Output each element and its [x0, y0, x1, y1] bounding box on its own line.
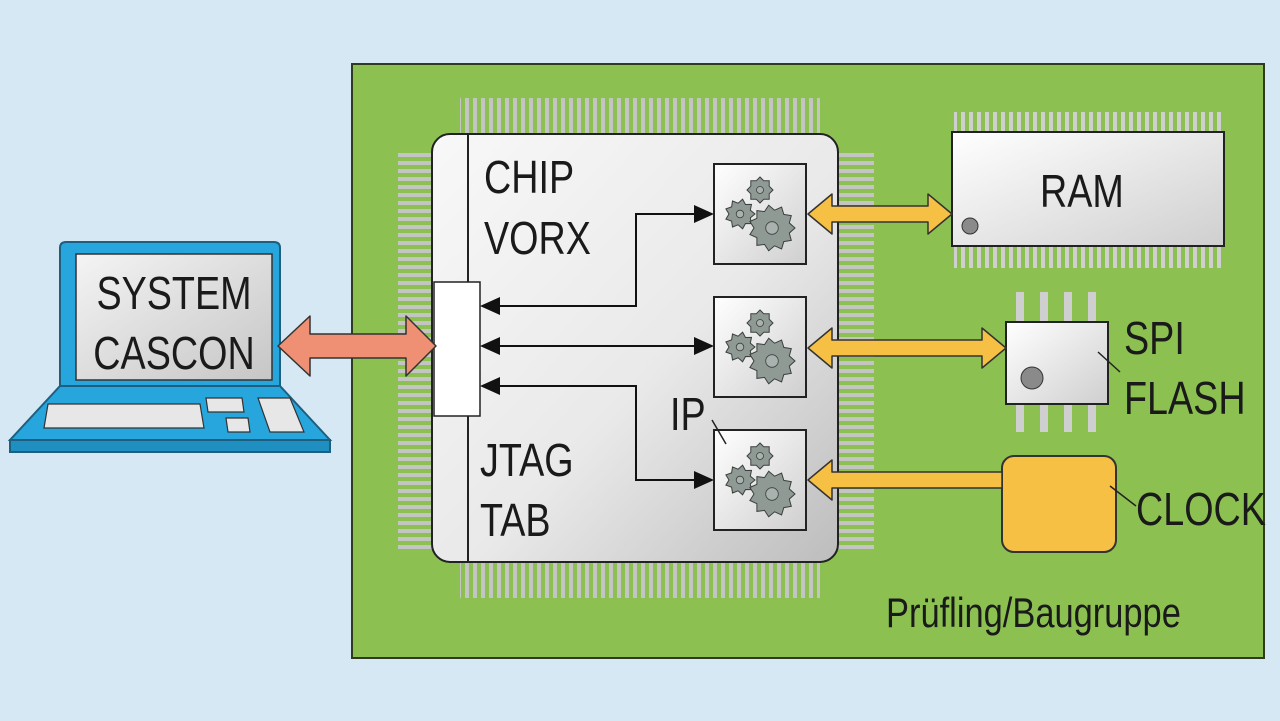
board-label: Prüfling/Baugruppe [886, 589, 1181, 636]
gear-hub [735, 209, 745, 219]
spi-label: SPI [1124, 312, 1185, 364]
gear-hub [756, 319, 764, 327]
laptop-label-cascon: CASCON [93, 327, 255, 379]
ram-bus-arrow [807, 193, 953, 235]
gear-hub [765, 221, 779, 235]
clock-label: CLOCK [1136, 483, 1266, 535]
chip-label-vorx: VORX [484, 212, 591, 264]
laptop-icon [7, 241, 333, 453]
gear-hub [756, 452, 764, 460]
gear-icons [725, 176, 796, 518]
spi-bus-arrow [807, 327, 1007, 369]
internal-arrows [496, 213, 694, 481]
clock-bus-arrow [807, 459, 1003, 501]
ip-label: IP [670, 388, 706, 440]
gear-hub [756, 186, 764, 194]
clock-block [1001, 455, 1137, 553]
pin-dot-icon [1020, 366, 1044, 390]
spi-flash-chip [1005, 292, 1121, 432]
ip-leader-line [711, 419, 727, 445]
internal-arrowheads [480, 205, 714, 489]
gear-hub [765, 354, 779, 368]
tab-label: TAB [480, 494, 551, 546]
ram-label: RAM [1040, 165, 1124, 217]
chip-label-chip: CHIP [484, 151, 575, 203]
gear-hub [735, 475, 745, 485]
jtag-tap-box [433, 281, 481, 417]
gear-hub [735, 342, 745, 352]
host-link-arrow [277, 315, 437, 377]
pin-dot-icon [961, 217, 979, 235]
flash-label: FLASH [1124, 372, 1246, 424]
bus-arrows [807, 193, 1007, 501]
laptop-label-system: SYSTEM [96, 267, 252, 319]
ram-chip [951, 112, 1225, 268]
jtag-label: JTAG [480, 434, 574, 486]
gear-hub [765, 487, 779, 501]
